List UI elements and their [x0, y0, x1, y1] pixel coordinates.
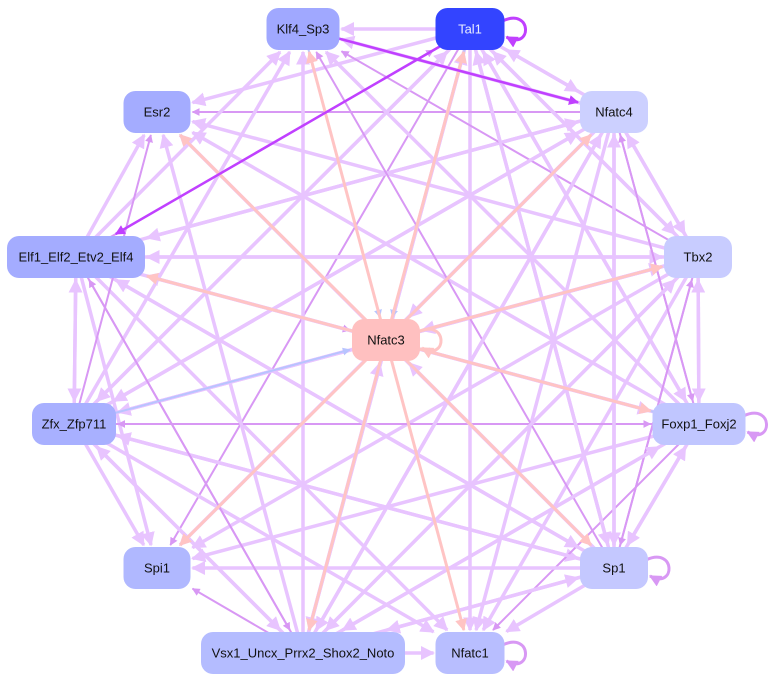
edge [73, 134, 153, 425]
node-label: Klf4_Sp3 [277, 22, 330, 37]
node-box [652, 403, 746, 445]
node-box [435, 8, 505, 50]
node-box [435, 632, 505, 674]
edge [159, 133, 305, 654]
node-label: Esr2 [144, 105, 171, 120]
node-label: Spi1 [144, 561, 170, 576]
edge [72, 50, 292, 425]
node-box [7, 236, 145, 278]
node-box [201, 632, 405, 674]
node-label: Nfatc1 [451, 646, 489, 661]
node-box [32, 403, 116, 445]
self-loop-edge [501, 640, 527, 672]
edge [324, 50, 701, 426]
node-nfatc1[interactable]: Nfatc1 [435, 632, 505, 674]
node-nfatc4[interactable]: Nfatc4 [580, 91, 648, 133]
edge [88, 279, 304, 654]
edge-pink [384, 50, 467, 341]
edge-pink [145, 273, 387, 342]
edge [74, 50, 282, 259]
edge-pink [384, 339, 467, 632]
edge [75, 118, 580, 259]
node-klf4-sp3[interactable]: Klf4_Sp3 [266, 8, 340, 50]
self-loop-edge [417, 327, 443, 359]
edge-pink [179, 338, 388, 547]
edge-strong [114, 27, 471, 236]
edge [301, 133, 603, 654]
node-tbx2[interactable]: Tbx2 [664, 236, 732, 278]
edge [301, 278, 677, 655]
edge [481, 50, 701, 425]
edge [315, 51, 615, 569]
edge [95, 445, 305, 655]
self-loop-edge [742, 411, 768, 443]
node-label: Zfx_Zfp711 [42, 417, 107, 432]
node-box [580, 547, 648, 589]
edge-pink [306, 50, 388, 341]
edge [116, 432, 615, 570]
node-box [123, 91, 191, 133]
node-label: Tal1 [458, 22, 482, 37]
node-zfx-zfp711[interactable]: Zfx_Zfp711 [32, 403, 116, 445]
node-spi1[interactable]: Spi1 [123, 547, 191, 589]
node-box [266, 8, 340, 50]
edge-strong [302, 27, 579, 105]
node-label: Elf1_Elf2_Etv2_Elf4 [19, 250, 134, 265]
node-box [664, 236, 732, 278]
node-elf1-elf2-etv2-elf4[interactable]: Elf1_Elf2_Etv2_Elf4 [7, 236, 145, 278]
edge [491, 50, 700, 259]
node-esr2[interactable]: Esr2 [123, 91, 191, 133]
edge-pink [384, 133, 593, 342]
node-label: Nfatc3 [367, 333, 405, 348]
edge [618, 134, 700, 425]
node-vsx1-uncx-prrx2-shox2-noto[interactable]: Vsx1_Uncx_Prrx2_Shox2_Noto [201, 632, 405, 674]
node-label: Sp1 [602, 561, 625, 576]
edge-pink [385, 263, 664, 342]
edge [169, 28, 471, 546]
node-label: Vsx1_Uncx_Prrx2_Shox2_Noto [212, 646, 395, 661]
edge-pink [384, 338, 593, 547]
edge-pink [306, 339, 388, 632]
node-box [352, 319, 420, 361]
node-nfatc3[interactable]: Nfatc3 [352, 319, 420, 361]
edge [68, 278, 83, 425]
node-box [580, 91, 648, 133]
node-box [123, 547, 191, 589]
edge [340, 50, 699, 258]
self-loop-edge [645, 555, 671, 587]
edge [472, 50, 616, 569]
edge [492, 423, 700, 631]
edge-pink [179, 133, 388, 342]
edge-blue [73, 347, 351, 425]
node-label: Tbx2 [684, 250, 713, 265]
node-foxp1-foxj2[interactable]: Foxp1_Foxj2 [652, 403, 746, 445]
self-loop-edge [501, 16, 527, 48]
node-tal1[interactable]: Tal1 [435, 8, 505, 50]
edges-layer [67, 16, 768, 672]
node-label: Foxp1_Foxj2 [661, 417, 736, 432]
edge [691, 278, 706, 425]
edge [302, 445, 661, 655]
node-sp1[interactable]: Sp1 [580, 547, 648, 589]
node-label: Nfatc4 [595, 105, 633, 120]
edge [73, 422, 435, 634]
edge [472, 111, 616, 632]
